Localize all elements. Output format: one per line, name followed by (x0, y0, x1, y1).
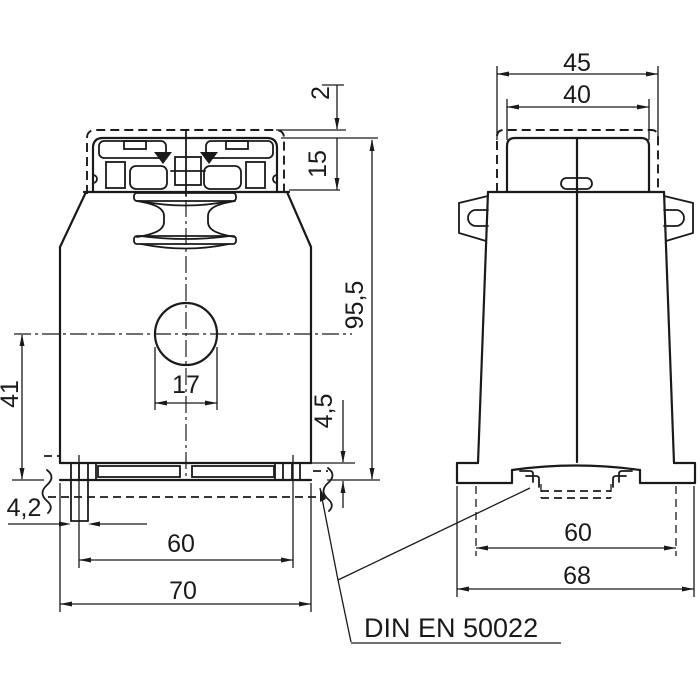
side-view (455, 129, 697, 499)
dimension-slot-spacing: 60 (78, 455, 294, 568)
dim-cover-width-value: 45 (563, 49, 591, 77)
dim-hole-diameter-value: 17 (172, 371, 200, 399)
dim-cap-width-value: 40 (563, 81, 591, 109)
dim-cover-offset-value: 2 (307, 86, 335, 100)
front-cover-outline (86, 129, 285, 194)
side-hidden-rail (540, 484, 612, 499)
dimension-pin-width: 4,2 (7, 494, 147, 527)
dimension-rail-opening: 60 (475, 486, 677, 556)
front-terminal-block (91, 136, 279, 194)
dim-rail-slot-depth-value: 4,5 (310, 394, 338, 429)
front-body (58, 190, 313, 482)
dimension-cover-offset: 2 (276, 84, 346, 131)
wire-funnel-left (154, 152, 172, 164)
dim-center-to-rail-value: 41 (0, 380, 24, 408)
dimension-hole-diameter: 17 (154, 347, 218, 410)
dim-slot-spacing-value: 60 (167, 530, 195, 558)
dimension-overall-height: 95,5 (327, 139, 380, 481)
front-hidden-rail (41, 455, 334, 514)
dimension-center-to-rail: 41 (0, 334, 44, 481)
dim-side-base-width-value: 68 (563, 562, 591, 590)
dimension-cover-width: 45 (496, 49, 659, 140)
front-spool (133, 192, 237, 250)
break-line-right (322, 467, 334, 512)
din-rail-leader: DIN EN 50022 (319, 487, 561, 644)
side-spring-clips (458, 195, 694, 242)
front-rail-clip-bar (70, 462, 301, 522)
dim-base-width-value: 70 (169, 577, 197, 605)
dimension-terminal-height: 15 (281, 137, 378, 191)
dimension-rail-slot-depth: 4,5 (310, 394, 355, 508)
front-terminal-details (92, 130, 278, 197)
dim-terminal-height-value: 15 (304, 150, 332, 178)
front-view (14, 129, 352, 522)
dim-rail-opening-value: 60 (564, 519, 592, 547)
dimension-cap-width: 40 (506, 81, 650, 140)
side-rail-groove (519, 470, 633, 488)
dim-pin-width-value: 4,2 (7, 494, 42, 522)
wire-funnel-right (200, 152, 218, 164)
standard-label: DIN EN 50022 (364, 613, 538, 643)
side-body (455, 136, 697, 485)
dimension-side-base-width: 68 (456, 486, 695, 597)
dim-overall-height-value: 95,5 (341, 281, 369, 330)
break-line-left (41, 469, 53, 514)
dimension-base-width: 70 (59, 483, 312, 612)
